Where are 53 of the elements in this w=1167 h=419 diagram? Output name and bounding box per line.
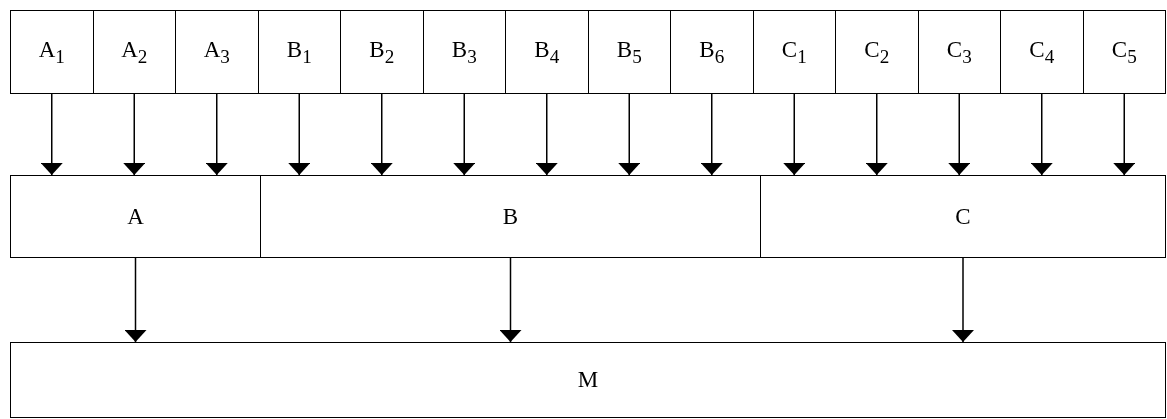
arrow xyxy=(40,93,63,176)
box-label: B$_{4}$ xyxy=(534,36,560,68)
process-box xyxy=(10,10,94,94)
arrow xyxy=(1030,93,1053,176)
box-label: C xyxy=(955,203,971,230)
process-box xyxy=(670,10,754,94)
box-label: B$_{1}$ xyxy=(286,36,312,68)
process-box xyxy=(260,175,761,258)
box-label: B$_{2}$ xyxy=(369,36,395,68)
arrow xyxy=(1113,93,1136,176)
box-label: A$_{1}$ xyxy=(38,36,65,68)
box-label: C$_{4}$ xyxy=(1029,36,1055,68)
process-box xyxy=(917,10,1001,94)
process-box xyxy=(1082,10,1166,94)
process-box xyxy=(1000,10,1084,94)
arrow xyxy=(700,93,723,176)
process-box xyxy=(422,10,506,94)
box-label: A$_{2}$ xyxy=(121,36,148,68)
arrow xyxy=(453,93,476,176)
process-box xyxy=(505,10,589,94)
arrow xyxy=(499,257,522,343)
process-box xyxy=(835,10,919,94)
process-box xyxy=(175,10,259,94)
process-box xyxy=(10,342,1166,418)
box-label: C$_{2}$ xyxy=(864,36,890,68)
arrow xyxy=(124,257,147,343)
box-label: A xyxy=(127,203,144,230)
box-label: C$_{3}$ xyxy=(946,36,972,68)
box-label: C$_{1}$ xyxy=(781,36,807,68)
arrow xyxy=(865,93,888,176)
box-label: B xyxy=(502,203,519,230)
arrow xyxy=(370,93,393,176)
box-label: M xyxy=(577,367,599,393)
arrow xyxy=(948,93,971,176)
box-label: B$_{5}$ xyxy=(616,36,642,68)
box-label: C$_{5}$ xyxy=(1111,36,1137,68)
arrow xyxy=(123,93,146,176)
process-box xyxy=(257,10,341,94)
process-box xyxy=(752,10,836,94)
arrow xyxy=(783,93,806,176)
process-box xyxy=(587,10,671,94)
process-box xyxy=(92,10,176,94)
arrow xyxy=(535,93,558,176)
box-label: B$_{6}$ xyxy=(699,36,725,68)
box-label: B$_{3}$ xyxy=(451,36,477,68)
arrow xyxy=(288,93,311,176)
process-box xyxy=(340,10,424,94)
box-label: A$_{3}$ xyxy=(203,36,230,68)
process-box xyxy=(760,175,1166,258)
arrow xyxy=(952,257,974,343)
process-box xyxy=(10,175,261,258)
arrow xyxy=(618,93,641,176)
arrow xyxy=(205,93,228,176)
